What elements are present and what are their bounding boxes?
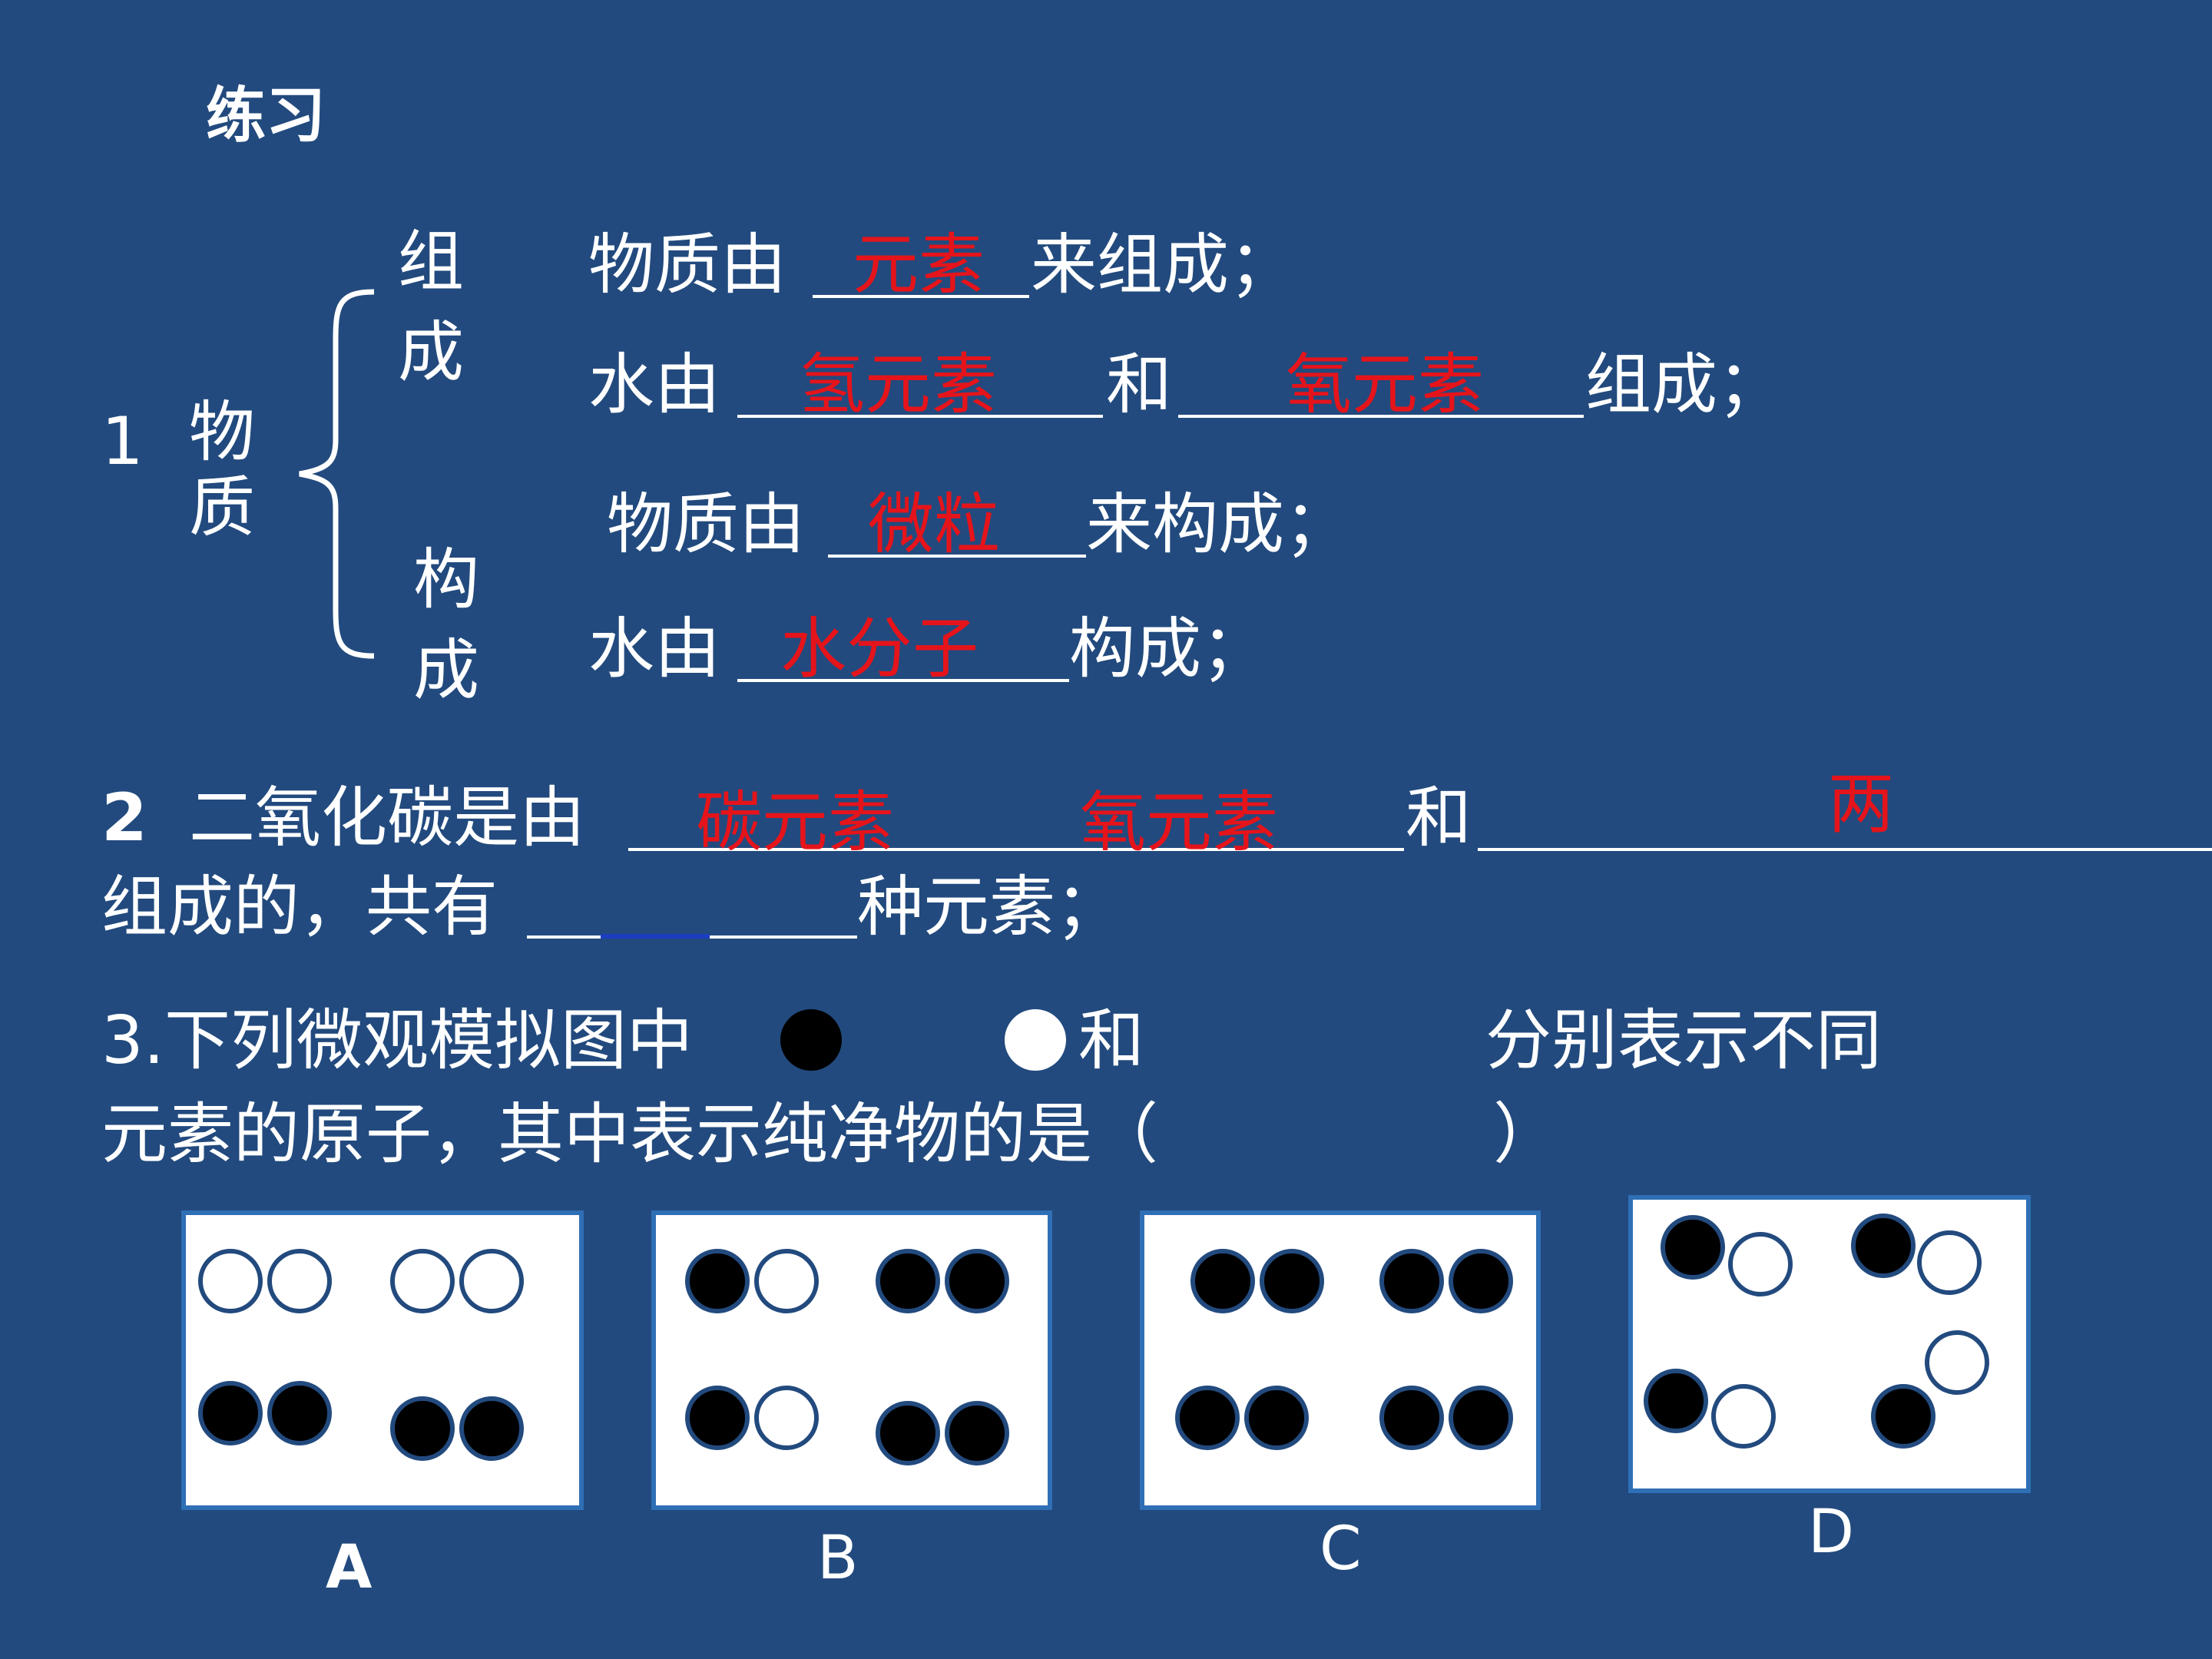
q1-line1-suffix: 来组成；	[1031, 227, 1295, 303]
q1-number: 1	[101, 403, 144, 480]
q2-blank2	[1478, 848, 2212, 851]
atom	[1449, 1386, 1513, 1450]
atom	[1871, 1384, 1936, 1449]
option-d-label: D	[1808, 1498, 1855, 1567]
q2-number: 2	[101, 780, 147, 856]
atom	[267, 1249, 332, 1313]
zucheng-char2: 成	[398, 314, 464, 391]
q2-middle: 和	[1406, 780, 1472, 856]
q2-line2-suffix: 种元素；	[857, 869, 1121, 945]
zucheng-char1: 组	[398, 224, 464, 300]
atom	[876, 1401, 940, 1465]
atom	[1175, 1386, 1240, 1450]
option-a-label: A	[326, 1533, 373, 1602]
q1-line3-blank	[828, 555, 1086, 558]
page-title: 练习	[206, 81, 326, 151]
q1-line1-blank	[813, 295, 1029, 298]
atom	[754, 1386, 819, 1450]
q1-line3-answer: 微粒	[868, 486, 1000, 563]
atom	[390, 1396, 455, 1461]
atom	[1190, 1249, 1255, 1313]
q1-topic-char1: 物	[189, 394, 255, 471]
q2-answer1: 碳元素	[696, 784, 894, 861]
atom	[945, 1249, 1009, 1313]
option-b-label: B	[817, 1524, 859, 1593]
q3-line2: 元素的原子，其中表示纯净物的是（	[101, 1096, 1158, 1173]
atom	[754, 1249, 819, 1313]
option-c-label: C	[1320, 1515, 1362, 1584]
goucheng-char1: 构	[413, 541, 479, 618]
q1-line4-suffix: 构成；	[1069, 611, 1267, 687]
q3-line2-end: ）	[1493, 1096, 1559, 1173]
atom	[945, 1401, 1009, 1465]
q1-line2-prefix: 水由	[588, 346, 720, 423]
q1-line1-answer: 元素	[853, 227, 985, 303]
atom	[1925, 1330, 1989, 1395]
black-atom-icon	[776, 1005, 846, 1075]
q1-line4-answer: 水分子	[780, 611, 979, 687]
q1-line2-blank2	[1178, 415, 1584, 418]
atom	[1711, 1384, 1776, 1449]
atom	[1379, 1386, 1444, 1450]
q3-middle: 和	[1078, 1002, 1144, 1079]
atom	[1379, 1249, 1444, 1313]
atom	[1728, 1232, 1793, 1296]
q1-line4-prefix: 水由	[588, 611, 720, 687]
q1-line1-prefix: 物质由	[588, 227, 786, 303]
q2-line2-prefix: 组成的，共有	[101, 869, 498, 945]
option-a-box[interactable]	[181, 1210, 584, 1510]
atom	[685, 1386, 750, 1450]
white-atom-icon	[1000, 1005, 1071, 1075]
q1-line2-answer1: 氢元素	[799, 346, 997, 423]
q1-line2-middle: 和	[1106, 346, 1172, 423]
q1-line2-blank1	[737, 415, 1103, 418]
atom	[459, 1249, 524, 1313]
atom	[1260, 1249, 1324, 1313]
q2-answer3: 两	[1828, 766, 1894, 843]
atom	[1644, 1369, 1708, 1433]
q1-line2-suffix: 组成；	[1585, 346, 1783, 423]
option-b-box[interactable]	[651, 1210, 1052, 1510]
q2-prefix: 二氧化碳是由	[189, 780, 585, 856]
atom	[1244, 1386, 1309, 1450]
atom	[876, 1249, 940, 1313]
option-d-box[interactable]	[1628, 1195, 2031, 1493]
q2-line2-blank-filled	[601, 934, 710, 939]
atom	[198, 1249, 263, 1313]
atom	[390, 1249, 455, 1313]
q3-suffix: 分别表示不同	[1485, 1002, 1882, 1079]
curly-brace-icon	[299, 289, 375, 659]
option-c-box[interactable]	[1140, 1210, 1541, 1510]
goucheng-char2: 成	[413, 632, 479, 709]
atom	[1917, 1230, 1982, 1295]
atom	[198, 1381, 263, 1445]
q2-blank1	[628, 848, 1404, 851]
atom	[267, 1381, 332, 1445]
atom	[685, 1249, 750, 1313]
atom	[1661, 1215, 1725, 1280]
q2-answer2: 氧元素	[1080, 784, 1278, 861]
q1-line2-answer2: 氧元素	[1286, 346, 1484, 423]
atom	[459, 1396, 524, 1461]
q1-topic-char2: 质	[189, 469, 255, 546]
q1-line3-suffix: 来构成；	[1086, 486, 1350, 563]
atom	[1449, 1249, 1513, 1313]
q3-prefix: 3.下列微观模拟图中	[101, 1002, 694, 1079]
atom	[1851, 1214, 1916, 1278]
q1-line3-prefix: 物质由	[607, 486, 805, 563]
q1-line4-blank	[737, 679, 1069, 682]
